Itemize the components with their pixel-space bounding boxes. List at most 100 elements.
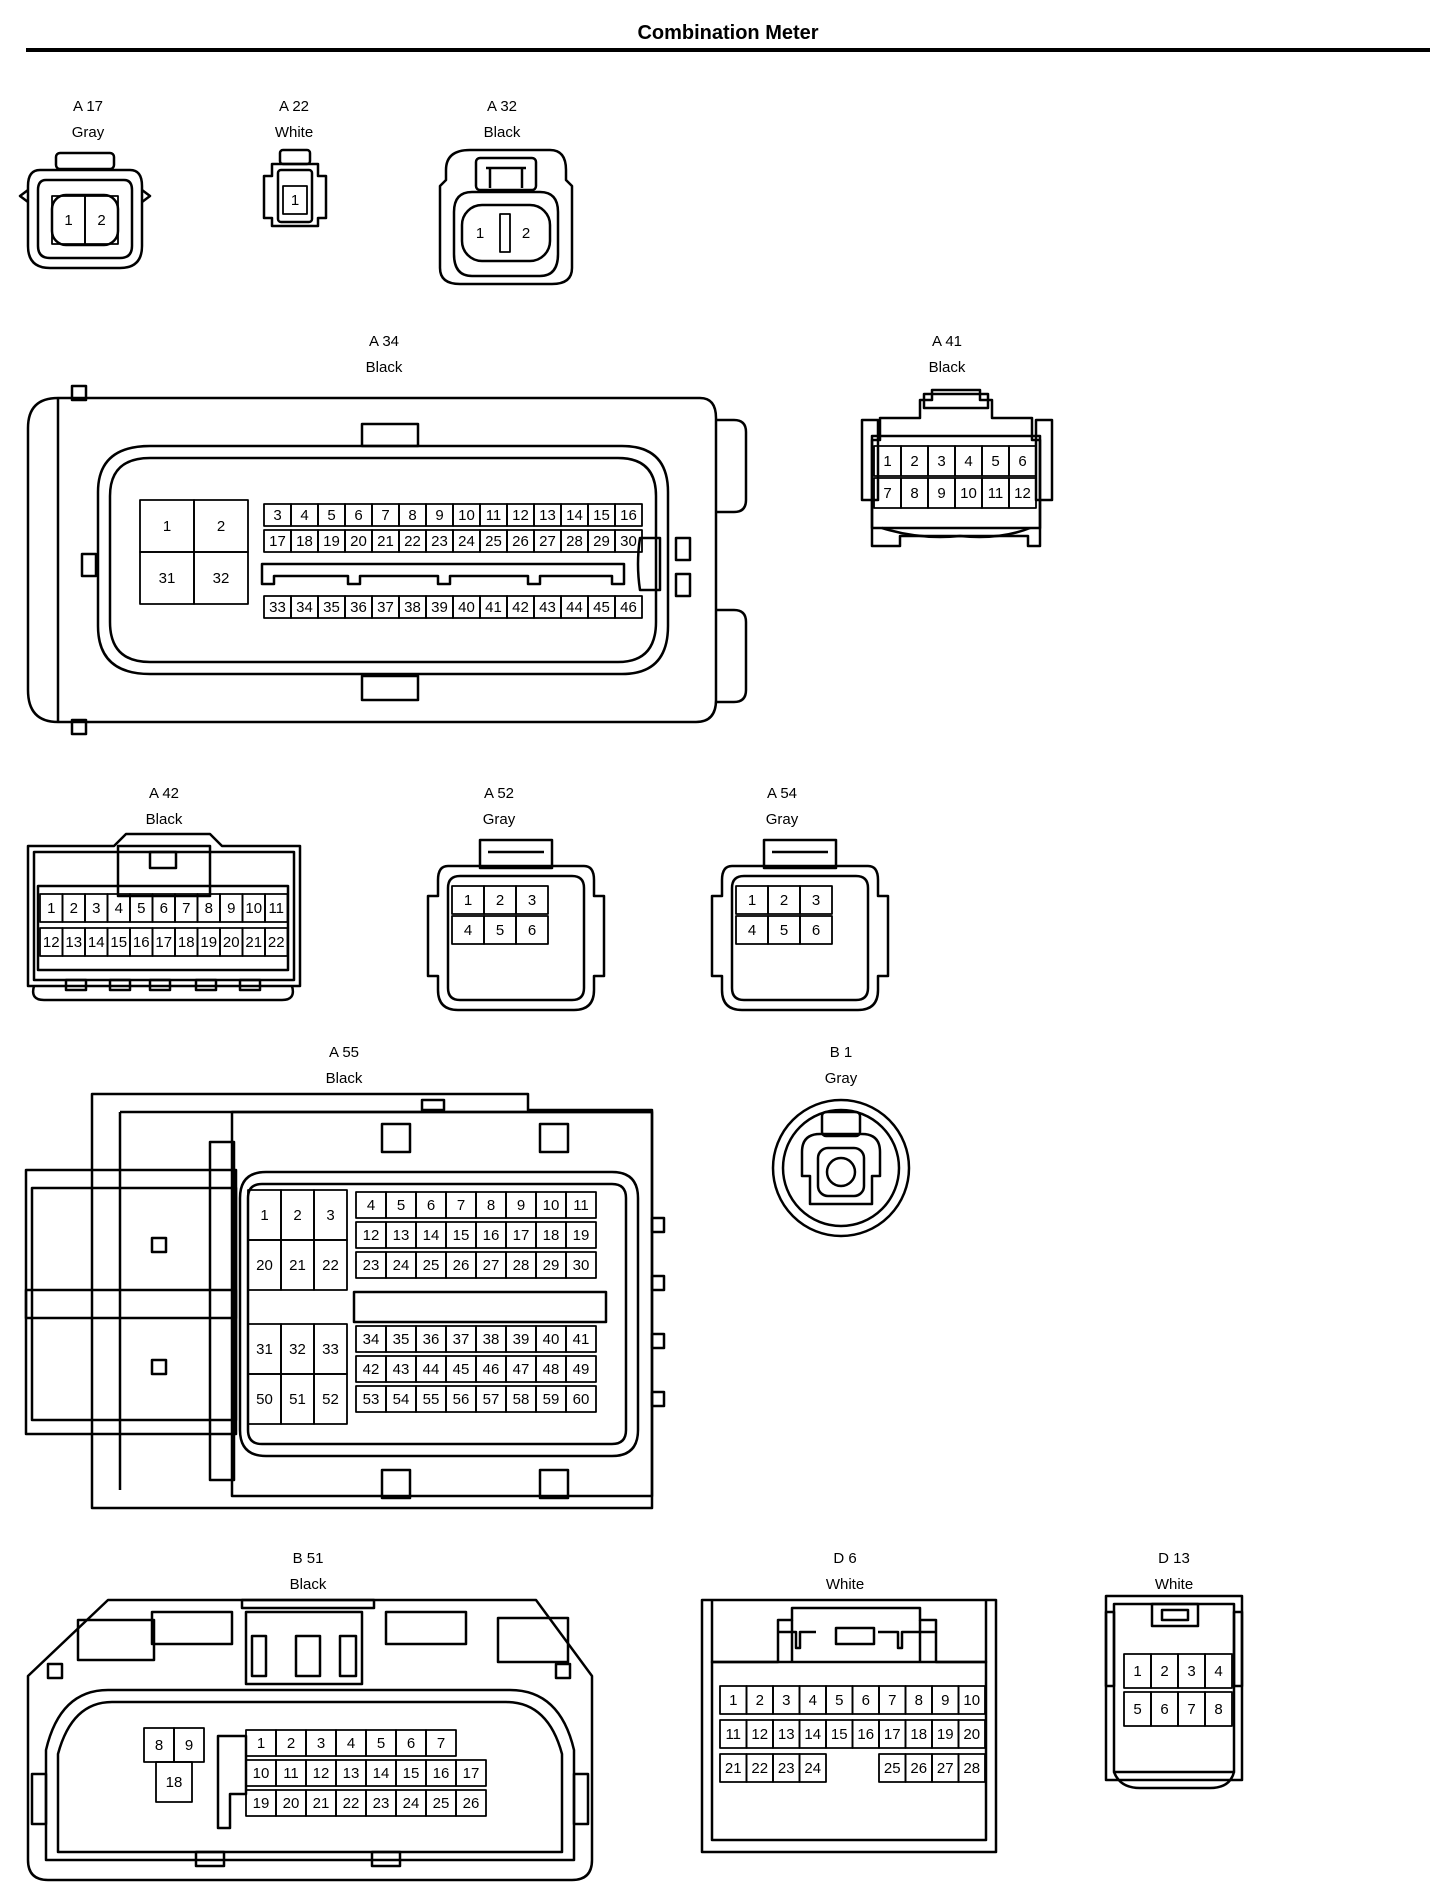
pin-label: 9 [517, 1197, 525, 1214]
pin-label: 4 [367, 1197, 375, 1214]
pin-cell: 16 [425, 1759, 457, 1787]
pin-label: 54 [393, 1391, 410, 1408]
pin-label: 10 [960, 485, 977, 502]
pin-label: 38 [404, 599, 421, 616]
pin-label: 24 [403, 1795, 420, 1812]
pin-cell: 47 [505, 1355, 537, 1383]
pin-cell: 10 [954, 477, 983, 509]
pin-cell: 15 [395, 1759, 427, 1787]
connector-id: A 42 [148, 785, 180, 802]
pin-cell: 11 [565, 1191, 597, 1219]
pin-cell: 38 [475, 1325, 507, 1353]
pin-cell: 26 [455, 1789, 487, 1817]
pin-label: 7 [182, 900, 190, 917]
pin-cell: 19 [931, 1719, 960, 1749]
pin-label: 41 [485, 599, 502, 616]
pin-label: 12 [363, 1227, 380, 1244]
pin-label: 9 [937, 485, 945, 502]
pin-cell: 58 [505, 1385, 537, 1413]
pin-label: 20 [350, 533, 367, 550]
pin-cell: 6 [395, 1729, 427, 1757]
pin-cell: 11 [719, 1719, 748, 1749]
pin-cell: 4 [735, 915, 769, 945]
pin-cell: 6 [151, 893, 176, 923]
pin-cell: 7 [425, 1729, 457, 1757]
pin-label: 7 [888, 1692, 896, 1709]
pin-cell: 10 [245, 1759, 277, 1787]
pin-label: 21 [725, 1760, 742, 1777]
pin-label: 27 [539, 533, 556, 550]
pin-cell: 19 [245, 1789, 277, 1817]
pin-cell: 18 [174, 927, 199, 957]
pin-label: 14 [804, 1726, 821, 1743]
pin-cell: 5 [981, 445, 1010, 477]
connector-D6 [700, 1598, 998, 1854]
connector-id: A 22 [278, 98, 310, 115]
pin-label: 16 [857, 1726, 874, 1743]
pin-label: 5 [377, 1735, 385, 1752]
pin-label: 6 [427, 1197, 435, 1214]
connector-color: Black [145, 811, 183, 828]
connector-color: White [825, 1576, 865, 1593]
pin-cell: 26 [506, 529, 535, 553]
pin-cell: 27 [533, 529, 562, 553]
pin-cell: 4 [290, 503, 319, 527]
pin-label: 11 [988, 485, 1004, 502]
pin-label: 49 [573, 1361, 590, 1378]
pin-cell: 1 [282, 185, 308, 215]
pin-label: 2 [496, 892, 504, 909]
pin-label: 30 [620, 533, 637, 550]
connector-D13 [1104, 1594, 1244, 1790]
title-rule [26, 48, 1430, 52]
connector-color: Black [289, 1576, 327, 1593]
pin-label: 32 [289, 1341, 306, 1358]
pin-label: 3 [528, 892, 536, 909]
pin-label: 22 [343, 1795, 360, 1812]
pin-label: 6 [862, 1692, 870, 1709]
pin-cell: 2 [745, 1685, 774, 1715]
pin-label: 12 [1014, 485, 1031, 502]
pin-label: 23 [363, 1257, 380, 1274]
pin-label: 14 [373, 1765, 390, 1782]
pin-cell: 3 [515, 885, 549, 915]
pin-label: 11 [268, 900, 284, 917]
pin-cell: 11 [981, 477, 1010, 509]
pin-cell: 21 [241, 927, 266, 957]
pin-label: 18 [910, 1726, 927, 1743]
pin-label: 16 [620, 507, 637, 524]
connector-id: B 1 [829, 1044, 853, 1061]
pin-cell: 27 [931, 1753, 960, 1783]
pin-cell: 8 [398, 503, 427, 527]
pin-cell: 24 [798, 1753, 827, 1783]
pin-cell: 29 [587, 529, 616, 553]
pin-label: 16 [133, 934, 150, 951]
pin-label: 43 [393, 1361, 410, 1378]
pin-label: 6 [528, 922, 536, 939]
pin-label: 24 [393, 1257, 410, 1274]
pin-cell: 31 [139, 551, 195, 605]
pin-label: 18 [166, 1774, 183, 1791]
pin-label: 16 [483, 1227, 500, 1244]
pin-cell: 3 [263, 503, 292, 527]
pin-cell: 6 [344, 503, 373, 527]
pin-cell: 13 [385, 1221, 417, 1249]
pin-cell: 23 [365, 1789, 397, 1817]
pin-label: 41 [573, 1331, 590, 1348]
pin-cell: 18 [155, 1761, 193, 1803]
pin-label: 17 [513, 1227, 530, 1244]
pin-label: 45 [453, 1361, 470, 1378]
connector-color: Gray [824, 1070, 858, 1087]
pin-cell: 6 [1150, 1691, 1179, 1727]
pin-cell: 24 [395, 1789, 427, 1817]
pin-cell: 13 [533, 503, 562, 527]
pin-cell: 56 [445, 1385, 477, 1413]
pin-label: 5 [137, 900, 145, 917]
pin-cell: 12 [305, 1759, 337, 1787]
pin-cell: 2 [280, 1189, 315, 1241]
pin-cell: 41 [565, 1325, 597, 1353]
pin-label: 2 [287, 1735, 295, 1752]
pin-label: 2 [293, 1207, 301, 1224]
pin-cell: 2 [275, 1729, 307, 1757]
pin-label: 37 [453, 1331, 470, 1348]
pin-cell: 5 [129, 893, 154, 923]
